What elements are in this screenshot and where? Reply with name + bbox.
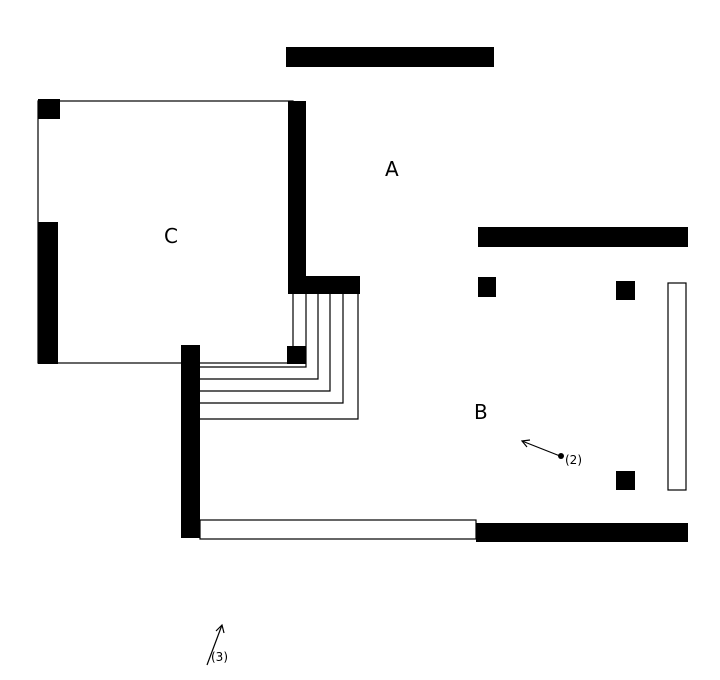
low-wall-strip — [199, 519, 477, 540]
room-b-bench — [667, 282, 687, 491]
central-wall — [181, 345, 200, 538]
room-c-west-wall — [38, 222, 58, 364]
room-b-north-wall — [478, 227, 688, 247]
room-c-corner-pier — [38, 99, 60, 119]
room-b-pier-se — [616, 471, 635, 490]
room-a-north-wall — [286, 47, 494, 67]
room-b-south-wall — [476, 523, 688, 542]
room-a-label: A — [385, 157, 399, 181]
viewpoint-3-arrow — [206, 623, 225, 666]
viewpoint-2-arrow — [520, 439, 564, 459]
room-b-pier-nw — [478, 277, 496, 297]
room-c-east-wall — [288, 101, 306, 294]
room-c-inner-pier — [287, 346, 306, 364]
room-c-ledge-wall — [288, 276, 360, 294]
steps — [200, 294, 359, 420]
room-b-label: B — [474, 400, 488, 424]
room-c-label: C — [164, 224, 178, 248]
viewpoint-3-label: (3) — [211, 650, 228, 664]
viewpoint-2-label: (2) — [565, 453, 582, 467]
room-b-pier-ne — [616, 281, 635, 300]
